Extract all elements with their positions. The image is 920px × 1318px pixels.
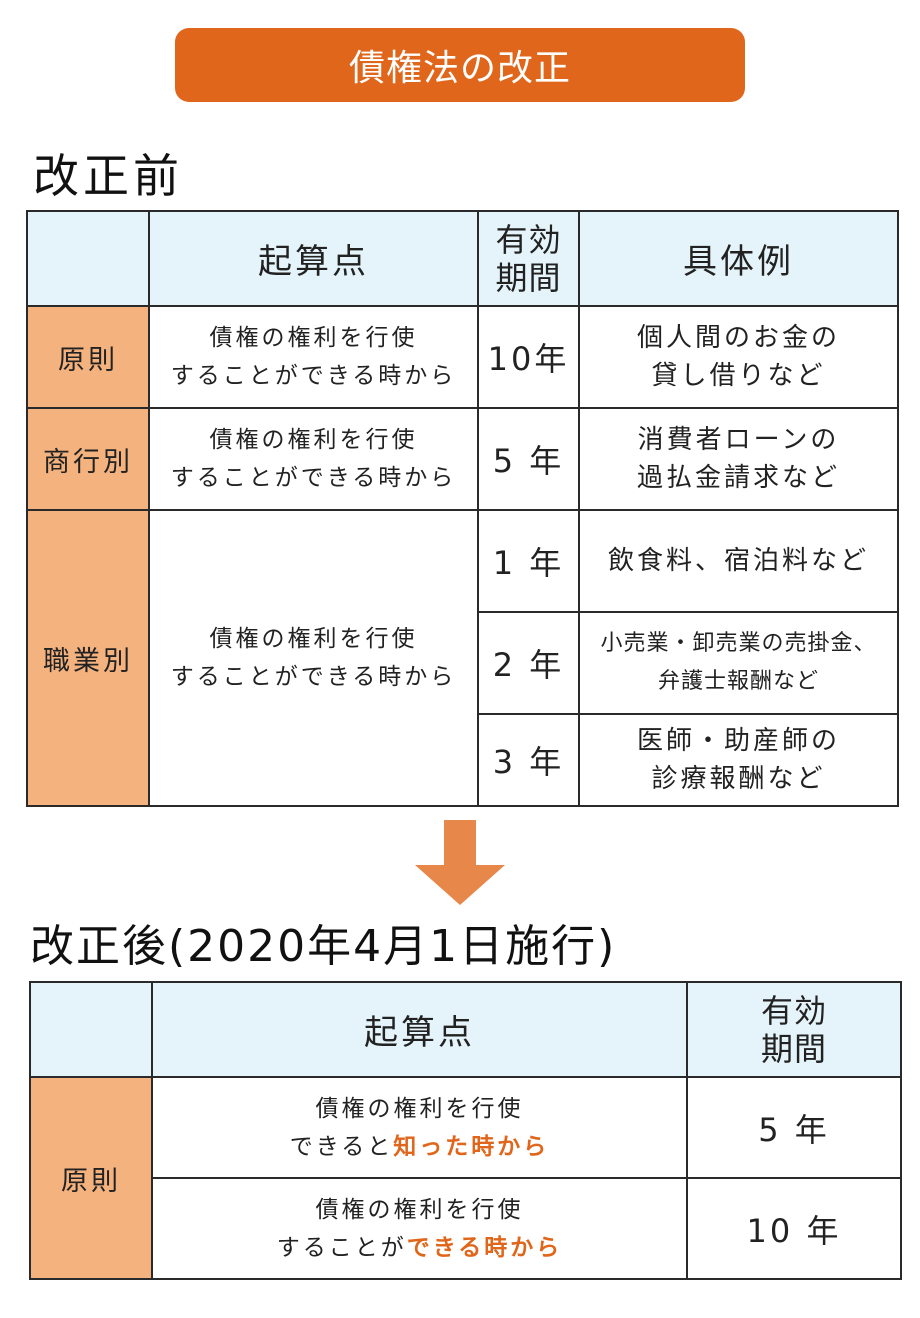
header-empty [29, 981, 153, 1078]
after-table: 起算点 有効期間 原則 債権の権利を行使できると知った時から 5 年 債権の権利… [29, 981, 902, 1280]
title-banner: 債権法の改正 [175, 28, 745, 102]
ex-l2: 過払金請求など [636, 463, 840, 493]
period-cell: 10 年 [686, 1177, 902, 1280]
period-cell: 10年 [477, 305, 580, 409]
table-row: 原則 債権の権利を行使することができる時から 10年 個人間のお金の貸し借りなど [26, 305, 899, 409]
start-l2: できると [289, 1133, 394, 1160]
header-period-l2: 期間 [760, 1029, 827, 1068]
start-cell: 債権の権利を行使することができる時から [148, 305, 479, 409]
start-l1: 債権の権利を行使 [315, 1196, 524, 1223]
period-cell: 5 年 [686, 1076, 902, 1179]
row-label: 商行別 [26, 407, 150, 511]
start-cell: 債権の権利を行使することができる時から [151, 1177, 688, 1280]
table-row: 3 年 医師・助産師の診療報酬など [27, 713, 899, 807]
after-heading: 改正後(2020年4月1日施行) [30, 921, 617, 972]
ex-l1: 個人間のお金の [636, 323, 840, 353]
ex-l2: 弁護士報酬など [657, 669, 819, 694]
table-row: 商行別 債権の権利を行使することができる時から 5 年 消費者ローンの過払金請求… [26, 407, 899, 511]
table-row: 職業別 債権の権利を行使することができる時から 1 年 飲食料、宿泊料など [26, 509, 899, 807]
header-period: 有効期間 [477, 210, 580, 307]
row-label: 原則 [29, 1076, 153, 1280]
start-l1: 債権の権利を行使 [209, 427, 418, 453]
ex-l1: 医師・助産師の [636, 726, 840, 756]
start-cell: 債権の権利を行使することができる時から [148, 509, 479, 807]
row-label: 職業別 [26, 509, 150, 807]
before-table: 起算点 有効期間 具体例 原則 債権の権利を行使することができる時から 10年 … [26, 210, 899, 807]
header-empty [26, 210, 150, 307]
start-l2: することができる時から [170, 465, 457, 491]
header-period-l1: 有効 [495, 220, 562, 259]
start-l1: 債権の権利を行使 [315, 1095, 524, 1122]
header-start: 起算点 [151, 981, 688, 1078]
ex-l1: 小売業・卸売業の売掛金、 [600, 631, 877, 656]
example-cell: 個人間のお金の貸し借りなど [578, 305, 899, 409]
example-cell: 消費者ローンの過払金請求など [578, 407, 899, 511]
table-row: 2 年 小売業・卸売業の売掛金、弁護士報酬など [27, 611, 899, 715]
down-arrow-icon [415, 820, 505, 905]
example-cell: 医師・助産師の診療報酬など [578, 713, 899, 807]
ex-l2: 貸し借りなど [651, 361, 826, 391]
start-l1: 債権の権利を行使 [209, 626, 418, 652]
start-highlight: できる時から [406, 1234, 563, 1261]
period-cell: 1 年 [477, 509, 580, 613]
start-l2: することが [276, 1234, 407, 1261]
ex-l2: 診療報酬など [651, 764, 826, 794]
start-cell: 債権の権利を行使することができる時から [148, 407, 479, 511]
table-row: 債権の権利を行使することができる時から 10 年 [30, 1177, 902, 1280]
header-period-l2: 期間 [495, 258, 562, 297]
start-l2: することができる時から [170, 664, 457, 690]
header-period: 有効期間 [686, 981, 902, 1078]
ex-l1: 消費者ローンの [637, 425, 840, 455]
period-cell: 2 年 [477, 611, 580, 715]
table-row: 原則 債権の権利を行使できると知った時から 5 年 [29, 1076, 902, 1280]
start-l2: することができる時から [170, 363, 457, 389]
before-heading: 改正前 [33, 149, 183, 203]
start-cell: 債権の権利を行使できると知った時から [151, 1076, 688, 1179]
start-highlight: 知った時から [393, 1133, 550, 1160]
example-cell: 飲食料、宿泊料など [578, 509, 899, 613]
period-cell: 5 年 [477, 407, 580, 511]
start-l1: 債権の権利を行使 [209, 325, 418, 351]
period-cell: 3 年 [477, 713, 580, 807]
header-start: 起算点 [148, 210, 479, 307]
example-cell: 小売業・卸売業の売掛金、弁護士報酬など [578, 611, 899, 715]
header-example: 具体例 [578, 210, 899, 307]
row-label: 原則 [26, 305, 150, 409]
header-period-l1: 有効 [760, 991, 827, 1030]
